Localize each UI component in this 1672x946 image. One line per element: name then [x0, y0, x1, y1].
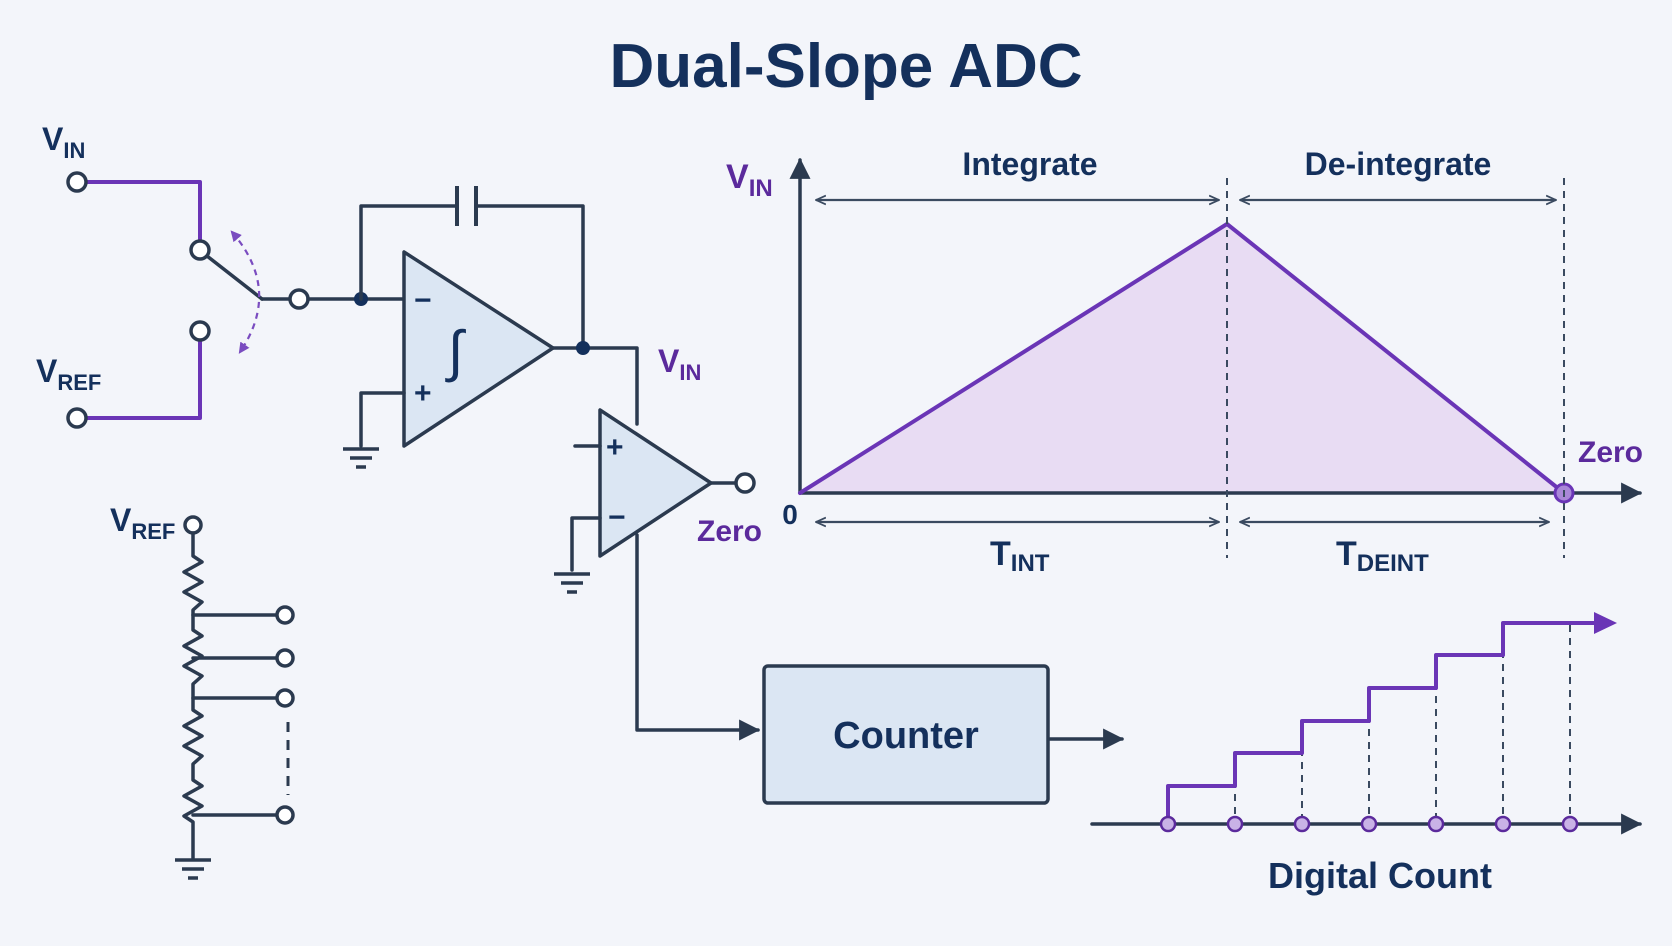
ladder-vref-label: VREF — [110, 502, 175, 544]
integrator-minus-sign: − — [414, 284, 432, 317]
waveform-origin-label: 0 — [782, 499, 798, 530]
ladder-tap-1-terminal — [275, 605, 295, 625]
vref-input-wire — [84, 338, 202, 420]
ground-icon — [554, 572, 590, 594]
vin-input-label: VIN — [42, 121, 85, 163]
count-tick — [1159, 815, 1177, 833]
comparator-to-counter-wire — [635, 533, 761, 741]
switch-output-terminal — [288, 288, 310, 310]
t-int-label: TINT — [990, 535, 1050, 577]
phase-integrate-label: Integrate — [962, 146, 1097, 182]
count-staircase — [1166, 621, 1604, 826]
page-title: Dual-Slope ADC — [609, 32, 1082, 101]
comparator-zero-label: Zero — [697, 515, 762, 548]
count-tick — [1293, 815, 1311, 833]
vref-resistor-ladder: VREF — [110, 502, 295, 880]
integrator-opamp — [402, 250, 555, 448]
ladder-tap-4-terminal — [275, 805, 295, 825]
comparator-minus-sign: − — [608, 501, 626, 534]
ground-icon — [175, 858, 211, 880]
resistor-chain — [182, 531, 204, 860]
comparator-opamp — [598, 408, 713, 558]
count-tick-markers — [1159, 815, 1579, 833]
vin-input-wire — [84, 180, 202, 242]
waveform-zero-label: Zero — [1578, 436, 1643, 469]
comparator-output-terminal — [734, 472, 756, 494]
staircase-arrowhead — [1594, 612, 1617, 634]
capacitor-symbol — [455, 186, 478, 226]
switch-contact-top — [189, 239, 211, 261]
integral-symbol: ∫ — [445, 319, 466, 383]
vin-input-terminal — [66, 171, 88, 193]
count-tick — [1494, 815, 1512, 833]
waveform-area — [800, 224, 1564, 493]
integration-waveform: VIN 0 Zero Integrate De-integrate TINT T… — [726, 146, 1643, 577]
counter-box — [762, 664, 1050, 805]
comparator-ground-wire — [570, 516, 602, 572]
vref-input-label: VREF — [36, 353, 101, 395]
digital-count-label: Digital Count — [1268, 855, 1492, 896]
ground-icon — [343, 447, 379, 469]
integrator-ground-wire — [359, 391, 406, 448]
switch-lever — [205, 254, 264, 301]
integrator-plus-sign: + — [414, 377, 432, 410]
digital-count-graph: Digital Count — [1090, 612, 1643, 896]
input-switch-section: VIN VREF — [36, 121, 406, 429]
ladder-tap-3-terminal — [275, 688, 295, 708]
ladder-tap-2-terminal — [275, 648, 295, 668]
comparator-stage: VIN + − Zero — [554, 343, 762, 741]
comparator-plus-sign: + — [606, 431, 624, 464]
junction-node-output — [576, 341, 590, 355]
switch-contact-bottom — [189, 320, 211, 342]
waveform-y-axis-label: VIN — [726, 158, 773, 202]
ladder-vref-terminal — [183, 515, 203, 535]
counter-block: Counter — [762, 664, 1125, 805]
feedback-wire-left — [359, 204, 459, 301]
count-tick — [1360, 815, 1378, 833]
counter-label: Counter — [833, 715, 979, 757]
count-tick — [1561, 815, 1579, 833]
count-tick — [1226, 815, 1244, 833]
switch-motion-arrow — [230, 230, 261, 354]
vref-input-terminal — [66, 407, 88, 429]
t-deint-label: TDEINT — [1336, 535, 1429, 577]
count-tick — [1427, 815, 1445, 833]
feedback-wire-right — [476, 204, 585, 350]
phase-deintegrate-label: De-integrate — [1305, 146, 1492, 182]
integrator-output-wire — [551, 346, 639, 426]
comparator-vin-label: VIN — [658, 343, 701, 385]
integrator-stage: − + ∫ — [343, 186, 639, 469]
